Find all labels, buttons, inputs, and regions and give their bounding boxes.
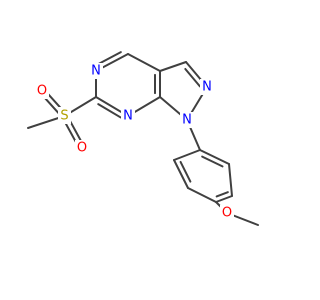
atom-n-pyrazole-2-label: N [202, 80, 212, 95]
bond-c6-n7-b [97, 103, 122, 119]
atom-n-pyrazole-1-label: N [182, 113, 192, 128]
bond-ctop-npm-b [97, 51, 122, 66]
bond-a3-a4-a [215, 195, 233, 203]
bond-a2-a3 [228, 163, 233, 197]
bond-a4-a5 [187, 187, 217, 203]
atom-o-sulfonyl-top: O [35, 83, 49, 99]
bond-a6-a1 [173, 149, 201, 161]
bond-c3-n2-b [184, 67, 202, 88]
bond-a5-a6-a [173, 159, 189, 189]
bond-a3-a4-b [215, 191, 229, 198]
atom-o-sulfonyl-top-label: O [37, 84, 47, 99]
atom-n-pyrazole-1: N [180, 112, 194, 128]
atom-n-pyrazole-2: N [200, 79, 214, 95]
molecule-structure: N N N N S O O O [27, 51, 259, 226]
atom-n-pyrimidine-top-label: N [91, 64, 101, 79]
bond-a1-a2-b [201, 155, 224, 168]
bond-layer [27, 51, 259, 226]
atom-label-layer: N N N N S O O O [35, 63, 234, 221]
bond-c3a-c3 [159, 61, 187, 72]
atom-s-sulfonyl: S [58, 107, 71, 124]
atom-s-sulfonyl-label: S [60, 109, 68, 124]
atom-o-sulfonyl-bottom-label: O [77, 141, 87, 156]
bond-a5-a6-b [179, 160, 192, 183]
bond-c3a-ctop [127, 53, 161, 72]
atom-o-methoxy: O [220, 205, 234, 221]
bond-a1-a2-a [199, 149, 230, 165]
atom-o-sulfonyl-bottom: O [75, 140, 89, 156]
atom-n-pyrimidine-bottom-label: N [123, 109, 133, 124]
atom-n-pyrimidine-bottom: N [121, 108, 135, 124]
atom-o-methoxy-label: O [222, 206, 232, 221]
atom-n-pyrimidine-top: N [89, 63, 103, 79]
